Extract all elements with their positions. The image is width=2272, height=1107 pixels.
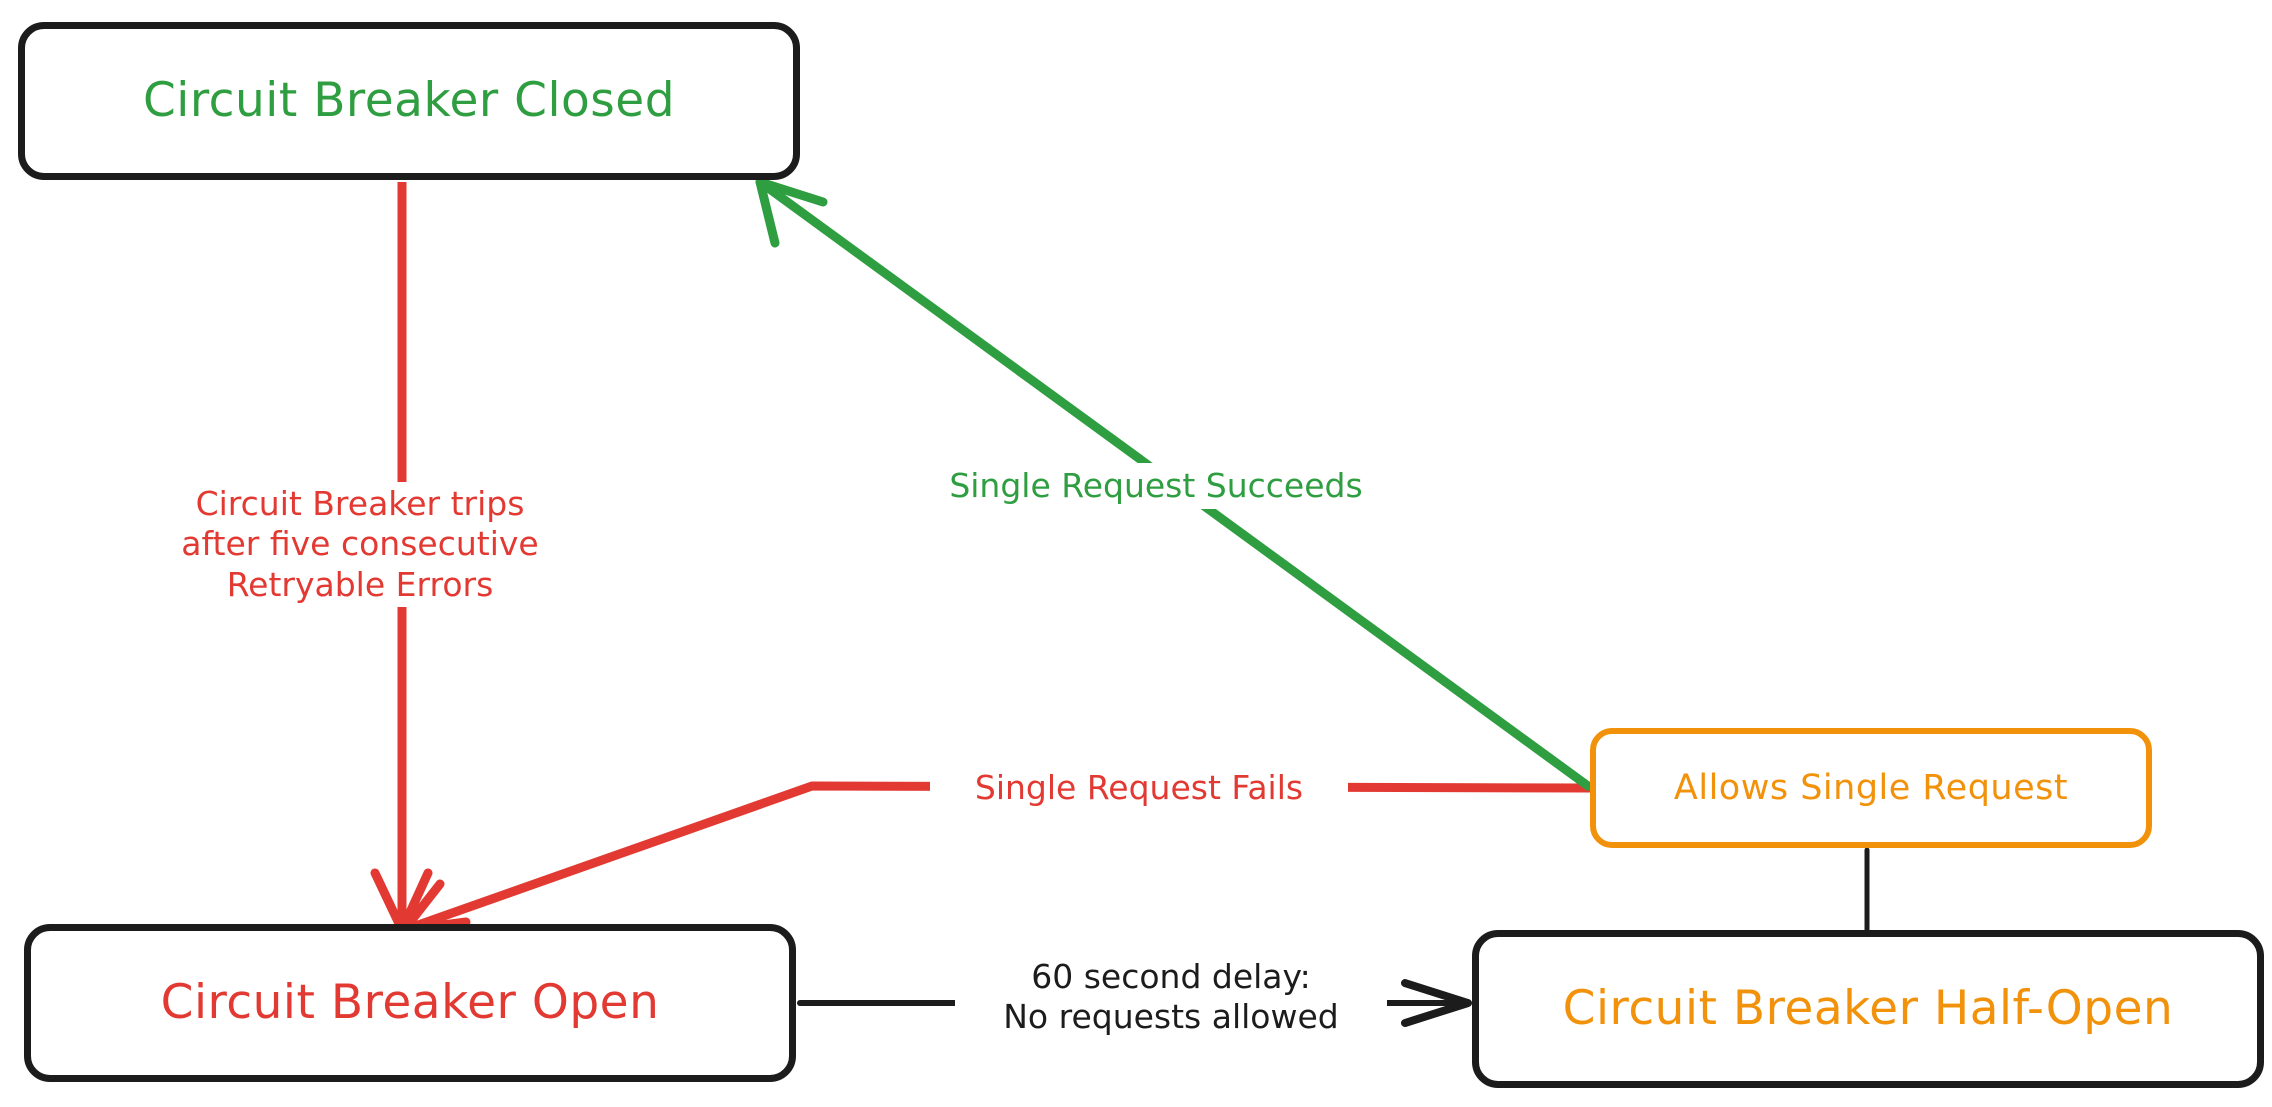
edge-label-line: Circuit Breaker trips xyxy=(195,484,525,523)
state-node-circuit-breaker-half-open[interactable]: Circuit Breaker Half-Open xyxy=(1472,930,2264,1088)
state-node-label: Allows Single Request xyxy=(1673,767,2069,808)
state-node-label: Circuit Breaker Half-Open xyxy=(1562,981,2174,1037)
edge-label-open-to-halfopen: 60 second delay: No requests allowed xyxy=(955,955,1387,1040)
edge-label-line: after five consecutive xyxy=(181,524,539,564)
edge-label-allows-to-open: Single Request Fails xyxy=(930,765,1348,812)
state-node-allows-single-request[interactable]: Allows Single Request xyxy=(1590,728,2152,848)
state-node-circuit-breaker-open[interactable]: Circuit Breaker Open xyxy=(24,924,796,1082)
edge-label-line: No requests allowed xyxy=(1003,997,1339,1037)
edge-label-closed-to-open: Circuit Breaker trips after five consecu… xyxy=(150,482,570,607)
state-node-label: Circuit Breaker Closed xyxy=(142,73,676,129)
state-node-circuit-breaker-closed[interactable]: Circuit Breaker Closed xyxy=(18,22,800,180)
edge-label-line: 60 second delay: xyxy=(1031,957,1311,996)
state-node-label: Circuit Breaker Open xyxy=(160,975,660,1031)
edge-label-line: Single Request Fails xyxy=(974,768,1304,807)
edge-label-allows-to-closed: Single Request Succeeds xyxy=(905,463,1407,510)
edge-label-line: Single Request Succeeds xyxy=(949,466,1363,505)
edge-label-line: Retryable Errors xyxy=(226,564,494,604)
